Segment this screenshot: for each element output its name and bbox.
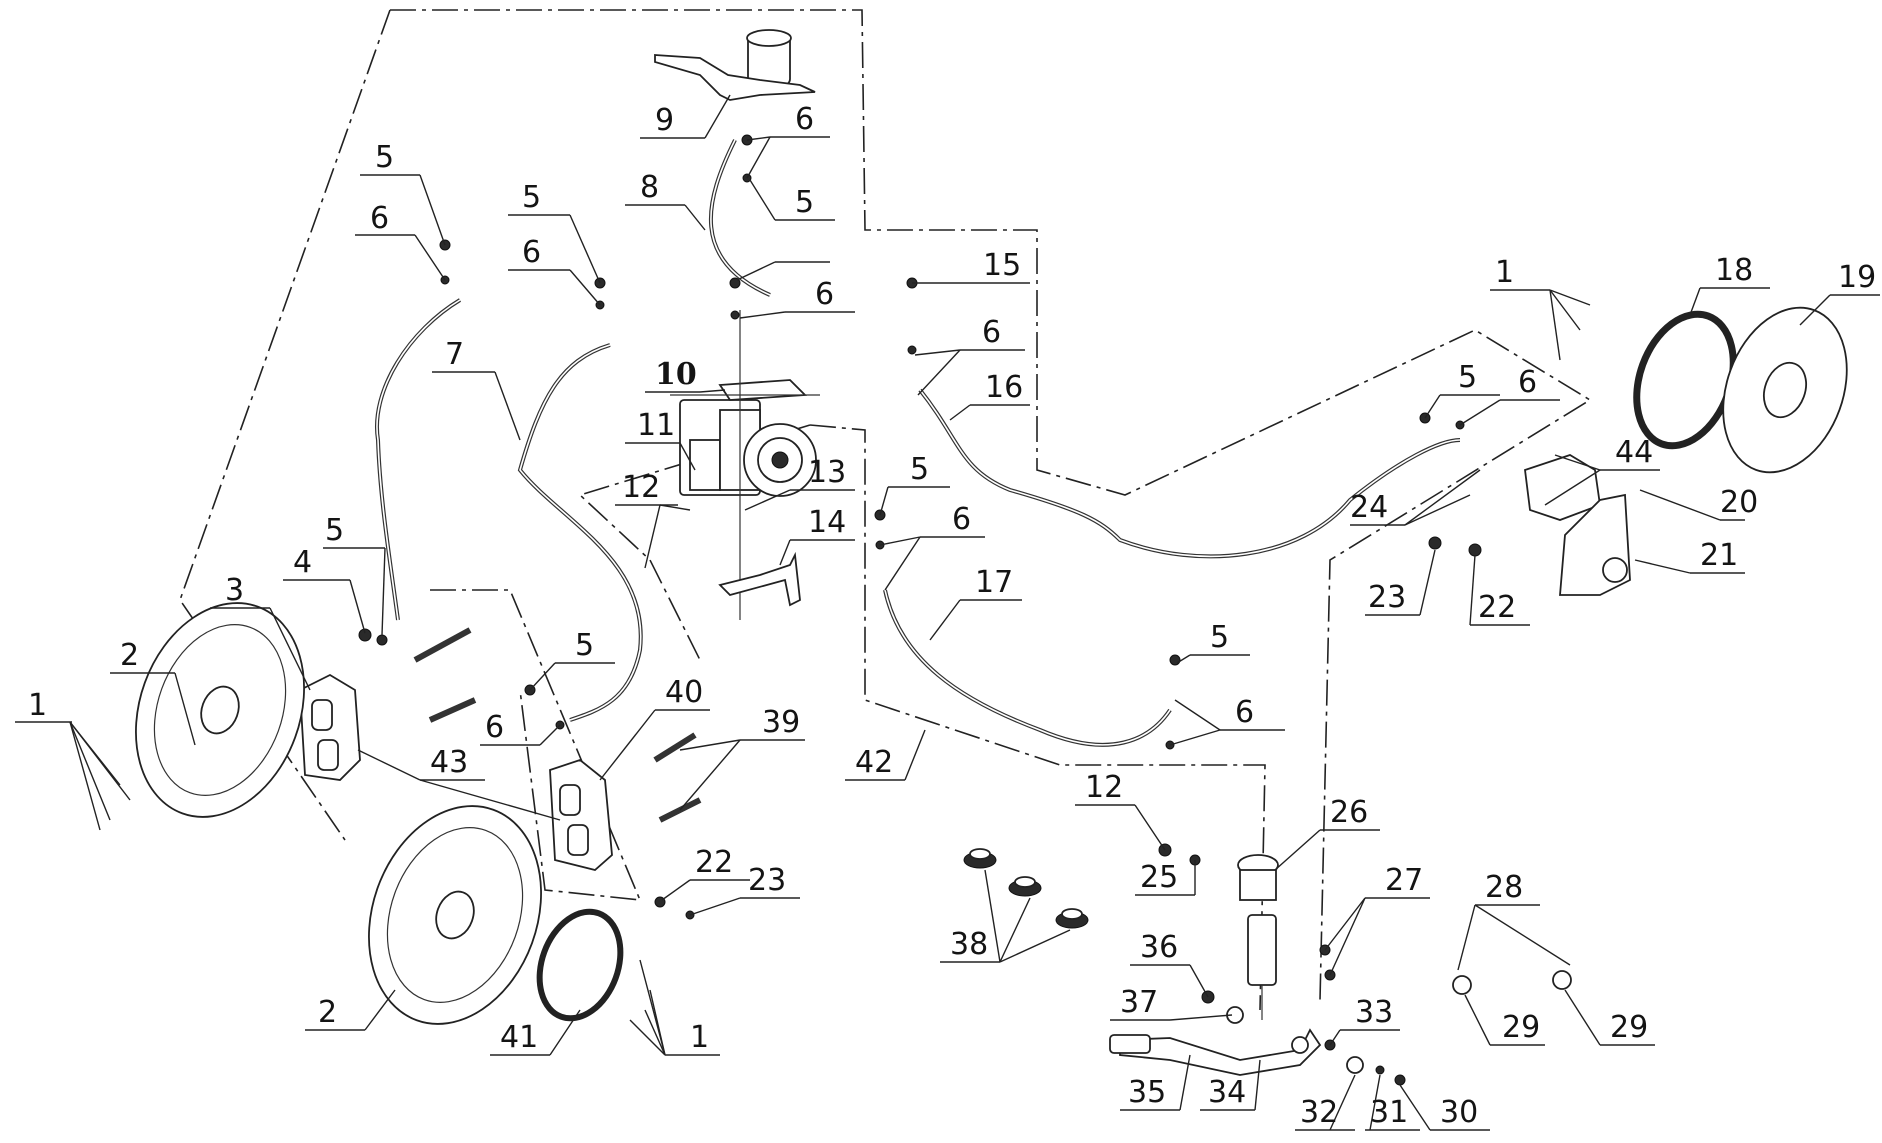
rubber-grommets (963, 848, 1089, 929)
callout-label: 5 (795, 185, 814, 220)
callout-label: 41 (500, 1020, 538, 1055)
callout-label: 5 (1458, 360, 1477, 395)
callout-label: 1 (28, 688, 47, 723)
callout-label: 44 (1615, 435, 1653, 470)
callout-label: 5 (375, 140, 394, 175)
callout-label: 36 (1140, 930, 1178, 965)
front-left-caliper (299, 673, 361, 781)
callout-label: 28 (1485, 870, 1523, 905)
callout-label: 37 (1120, 985, 1158, 1020)
hose-8 (708, 139, 771, 297)
callout-label: 34 (1208, 1075, 1246, 1110)
callout-label: 29 (1610, 1010, 1648, 1045)
callout-label: 23 (748, 863, 786, 898)
callout-label: 6 (522, 235, 541, 270)
callout-label: 3 (225, 573, 244, 608)
fasteners (358, 134, 1572, 1086)
callout-label: 8 (640, 170, 659, 205)
rear-brake-pedal (1109, 1028, 1322, 1076)
callout-label: 29 (1502, 1010, 1540, 1045)
callout-label: 17 (975, 565, 1013, 600)
callout-label: 35 (1128, 1075, 1166, 1110)
hoses (375, 139, 1461, 747)
callout-label: 33 (1355, 995, 1393, 1030)
callout-label: 42 (855, 745, 893, 780)
callout-label: 5 (1210, 620, 1229, 655)
callout-label: 5 (910, 452, 929, 487)
callout-label: 27 (1385, 863, 1423, 898)
front-right-caliper (549, 758, 613, 871)
callout-label: 5 (325, 513, 344, 548)
callout-label: 19 (1838, 260, 1876, 295)
callout-label: 14 (808, 505, 846, 540)
hose-7 (517, 343, 643, 722)
rear-disc (1722, 306, 1848, 474)
callout-label: 12 (1085, 770, 1123, 805)
callout-label: 43 (430, 745, 468, 780)
callout-label: 38 (950, 927, 988, 962)
leader-lines (15, 94, 1880, 1131)
callout-label: 40 (665, 675, 703, 710)
front-master-cylinder (654, 29, 816, 101)
callout-label: 15 (983, 248, 1021, 283)
callout-label: 23 (1368, 580, 1406, 615)
abs-mount-outline (809, 424, 1266, 1011)
callout-label: 1 (690, 1020, 709, 1055)
callout-label: 20 (1720, 485, 1758, 520)
callout-label: 5 (522, 180, 541, 215)
hose-16 (918, 388, 1461, 559)
callout-label: 11 (637, 408, 675, 443)
callout-label: 16 (985, 370, 1023, 405)
callout-label: 26 (1330, 795, 1368, 830)
callout-label: 21 (1700, 538, 1738, 573)
callout-label: 6 (1235, 695, 1254, 730)
callout-label: 39 (762, 705, 800, 740)
front-caliper-outline (430, 589, 642, 901)
abs-bracket-outline (578, 424, 811, 661)
group-outlines (179, 9, 1592, 1011)
callout-label: 4 (293, 545, 312, 580)
callout-label: 25 (1140, 860, 1178, 895)
callout-label: 12 (622, 470, 660, 505)
callout-label: 18 (1715, 253, 1753, 288)
rear-caliper (1524, 454, 1631, 596)
callout-label: 32 (1300, 1095, 1338, 1130)
callout-label: 24 (1350, 490, 1388, 525)
front-disc-right (368, 805, 542, 1025)
callout-label: 6 (815, 277, 834, 312)
callout-label: 6 (1518, 365, 1537, 400)
abs-ring-front (536, 908, 624, 1022)
callout-label: 1 (1495, 255, 1514, 290)
callout-label: 6 (370, 201, 389, 236)
callout-label: 6 (982, 315, 1001, 350)
abs-unit (670, 310, 820, 620)
front-system-outline (179, 9, 391, 841)
callout-label: 22 (695, 845, 733, 880)
abs-bracket (718, 551, 801, 607)
front-left-group-outline (390, 9, 1592, 1001)
callout-label: 6 (952, 502, 971, 537)
callout-label: 9 (655, 103, 674, 138)
callout-label: 13 (808, 455, 846, 490)
callout-label: 10 (655, 357, 697, 392)
callout-label: 22 (1478, 590, 1516, 625)
callout-label: 30 (1440, 1095, 1478, 1130)
callout-label: 2 (318, 995, 337, 1030)
callout-label: 2 (120, 638, 139, 673)
callout-label: 5 (575, 628, 594, 663)
front-disc-left (135, 602, 305, 818)
callout-labels: 1 2 3 4 5 6 5 6 7 8 9 6 5 5 6 10 11 12 1… (28, 102, 1876, 1130)
callout-label: 6 (485, 710, 504, 745)
callout-label: 6 (795, 102, 814, 137)
callout-label: 7 (445, 337, 464, 372)
callout-label: 31 (1370, 1095, 1408, 1130)
rear-master-cylinder (1237, 854, 1279, 1020)
